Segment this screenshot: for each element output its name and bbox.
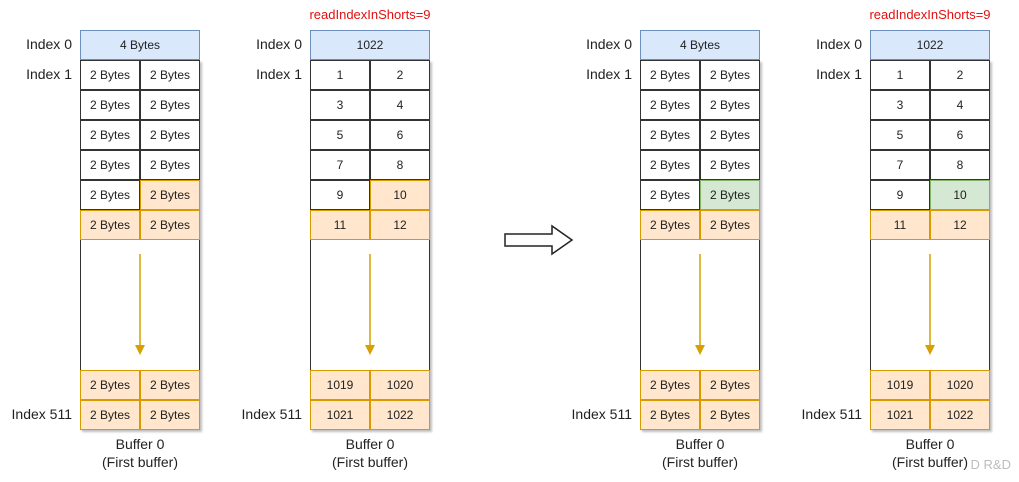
buffer-cell: 2 Bytes [640,400,700,430]
buffer-cell: 1021 [870,400,930,430]
index-label: Index 0 [26,36,72,52]
buffer-caption: Buffer 0 [115,436,165,452]
buffer-cell: 2 Bytes [700,400,760,430]
buffer-caption-sub: (First buffer) [332,454,408,470]
buffer-cell: 2 Bytes [640,120,700,150]
index-label: Index 1 [26,66,72,82]
buffer-cell: 2 Bytes [80,400,140,430]
buffer-cell: 2 [930,60,990,90]
buffer-caption: Buffer 0 [675,436,725,452]
buffer-cell: 2 Bytes [700,60,760,90]
buffer-cell: 7 [310,150,370,180]
buffer-cell: 1 [870,60,930,90]
down-arrow-icon [365,254,375,355]
buffer-cell: 2 Bytes [140,60,200,90]
buffer-cell: 2 Bytes [700,90,760,120]
right-arrow-icon [504,224,574,256]
buffer-cell: 3 [310,90,370,120]
buffer-cell: 2 Bytes [140,180,200,210]
buffer-cell: 2 Bytes [640,150,700,180]
buffer-cell: 2 Bytes [140,150,200,180]
buffer-cell: 6 [370,120,430,150]
buffer-cell: 2 Bytes [80,120,140,150]
index-label: Index 511 [801,406,862,422]
buffer-cell: 1 [310,60,370,90]
buffer-caption: Buffer 0 [345,436,395,452]
buffer-cell: 9 [870,180,930,210]
buffer-cell: 2 Bytes [140,90,200,120]
buffer-cell: 2 Bytes [640,370,700,400]
buffer-cell: 2 Bytes [640,180,700,210]
buffer-cell: 2 Bytes [140,120,200,150]
buffer-cell: 6 [930,120,990,150]
buffer-cell: 12 [930,210,990,240]
down-arrow-icon [135,254,145,355]
index-label: Index 511 [11,406,72,422]
buffer-cell: 2 Bytes [700,210,760,240]
buffer-cell: 2 Bytes [80,210,140,240]
buffer-cell: 11 [310,210,370,240]
index-label: Index 0 [816,36,862,52]
index-label: Index 1 [256,66,302,82]
buffer-cell: 9 [310,180,370,210]
buffer-caption-sub: (First buffer) [662,454,738,470]
buffer-cell: 12 [370,210,430,240]
buffer-cell: 2 Bytes [80,60,140,90]
read-index-label: readIndexInShorts=9 [309,7,431,22]
buffer-header-cell: 1022 [310,30,430,60]
index-label: Index 0 [256,36,302,52]
buffer-cell: 2 Bytes [140,400,200,430]
buffer-header-cell: 4 Bytes [640,30,760,60]
buffer-cell: 2 Bytes [700,150,760,180]
buffer-cell: 1019 [870,370,930,400]
index-label: Index 511 [241,406,302,422]
buffer-cell: 2 [370,60,430,90]
down-arrow-icon [695,254,705,355]
index-label: Index 1 [586,66,632,82]
buffer-cell: 4 [930,90,990,120]
buffer-cell: 2 Bytes [80,180,140,210]
buffer-cell: 2 Bytes [80,150,140,180]
buffer-cell: 2 Bytes [140,370,200,400]
buffer-cell: 2 Bytes [700,370,760,400]
buffer-cell: 10 [930,180,990,210]
buffer-cell: 1019 [310,370,370,400]
buffer-cell: 8 [930,150,990,180]
buffer-cell: 4 [370,90,430,120]
buffer-cell: 2 Bytes [640,90,700,120]
buffer-cell: 1022 [370,400,430,430]
buffer-cell: 1020 [930,370,990,400]
buffer-cell: 1022 [930,400,990,430]
buffer-cell: 2 Bytes [700,120,760,150]
buffer-header-cell: 4 Bytes [80,30,200,60]
buffer-caption-sub: (First buffer) [892,454,968,470]
index-label: Index 0 [586,36,632,52]
buffer-cell: 2 Bytes [640,60,700,90]
buffer-cell: 2 Bytes [80,370,140,400]
down-arrow-icon [925,254,935,355]
buffer-cell: 10 [370,180,430,210]
buffer-cell: 1021 [310,400,370,430]
buffer-cell: 2 Bytes [80,90,140,120]
buffer-cell: 2 Bytes [700,180,760,210]
buffer-cell: 2 Bytes [140,210,200,240]
index-label: Index 511 [571,406,632,422]
buffer-cell: 11 [870,210,930,240]
buffer-cell: 5 [870,120,930,150]
buffer-cell: 2 Bytes [640,210,700,240]
buffer-header-cell: 1022 [870,30,990,60]
buffer-cell: 7 [870,150,930,180]
buffer-cell: 8 [370,150,430,180]
read-index-label: readIndexInShorts=9 [869,7,991,22]
index-label: Index 1 [816,66,862,82]
buffer-cell: 1020 [370,370,430,400]
buffer-cell: 5 [310,120,370,150]
buffer-caption: Buffer 0 [905,436,955,452]
buffer-caption-sub: (First buffer) [102,454,178,470]
buffer-cell: 3 [870,90,930,120]
watermark: D R&D [970,457,1011,472]
